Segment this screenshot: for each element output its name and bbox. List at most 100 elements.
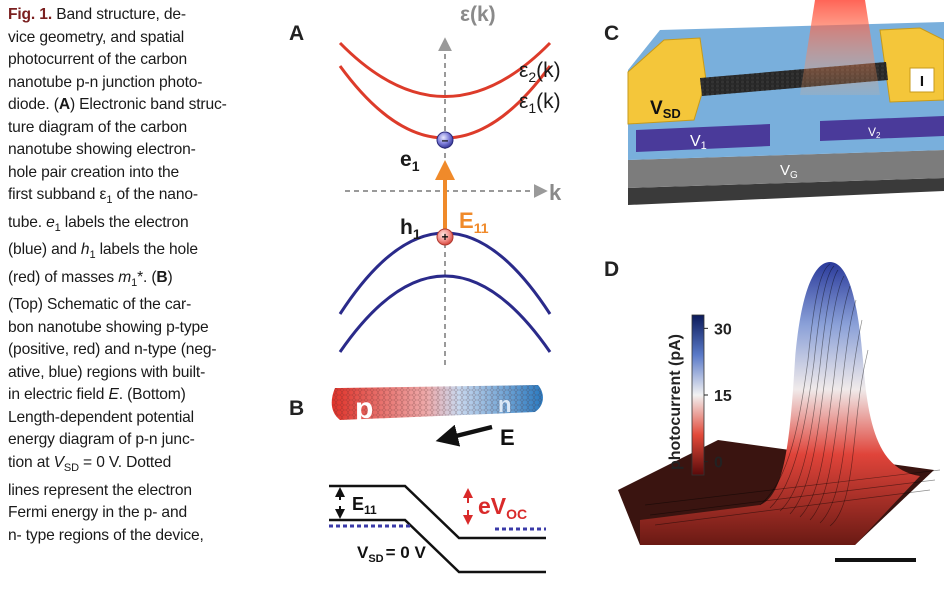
caption-text: energy diagram of p-n junc- (8, 431, 195, 449)
conduction-edge (329, 484, 546, 540)
nanotube-lattice (331, 385, 543, 420)
gate-electrode-2 (820, 116, 944, 141)
caption-text: photocurrent of the carbon (8, 51, 188, 68)
caption-line: n- type regions of the device, (8, 525, 260, 548)
energy-axis-label: ε(k) (460, 3, 496, 26)
caption-text: (Top) Schematic of the car- (8, 296, 192, 314)
surface-mesh (644, 263, 941, 527)
caption-text: B (156, 268, 168, 286)
caption-text: labels the hole (95, 241, 198, 259)
hole-icon (436, 228, 454, 246)
caption-line: in electric field E. (Bottom) (8, 384, 260, 407)
caption-line: nanotube showing electron- (8, 139, 260, 162)
caption-text: SD (63, 462, 79, 475)
back-gate-label: VG (780, 162, 798, 181)
colorbar-title: photocurrent (pA) (667, 334, 684, 470)
caption-line: ture diagram of the carbon (8, 117, 260, 140)
electric-field-label: E (500, 425, 515, 450)
caption-text: Band structure, de- (56, 6, 186, 23)
caption-text: = 0 V. Dotted (78, 453, 172, 471)
valence-edge (329, 518, 546, 574)
electron-icon (436, 131, 454, 149)
current-meter (909, 67, 935, 93)
caption-line: photocurrent of the carbon (8, 49, 260, 72)
caption-text: nanotube showing electron- (8, 141, 196, 158)
caption-line: hole pair creation into the (8, 162, 260, 185)
caption-line: Fig. 1. Band structure, de- (8, 4, 260, 27)
panel-d-letter: D (604, 258, 620, 281)
caption-text: *. ( (137, 268, 157, 286)
caption-text: 1 (54, 221, 61, 234)
caption-text: (red) of masses (8, 268, 119, 286)
caption-line: nanotube p-n junction photo- (8, 72, 260, 95)
band-1-label: ε1(k) (519, 90, 561, 116)
caption-text: vice geometry, and spatial (8, 28, 185, 46)
caption-text: (positive, red) and n-type (neg- (8, 341, 217, 359)
caption-line: first subband ε1 of the nano- (8, 184, 260, 212)
figure-caption: Fig. 1. Band structure, de-vice geometry… (8, 4, 260, 547)
caption-line: vice geometry, and spatial (8, 27, 260, 50)
laser-beam (800, 0, 880, 95)
caption-text: ative, blue) regions with built- (8, 363, 206, 381)
caption-text: nanotube p-n junction photo- (8, 73, 203, 91)
valence-band-2 (338, 274, 552, 353)
caption-text: . (Bottom) (118, 386, 186, 404)
caption-text: ) (167, 268, 173, 286)
caption-line: (red) of masses m1*. (B) (8, 267, 260, 295)
panel-c-letter: C (604, 22, 620, 45)
caption-line: energy diagram of p-n junc- (8, 429, 260, 452)
n-region-label: n (498, 392, 511, 417)
gate-1-label: V1 (690, 133, 707, 152)
colorbar-tick-label: 15 (714, 388, 732, 405)
caption-line: Fermi energy in the p- and (8, 502, 260, 525)
caption-line: (blue) and h1 labels the hole (8, 239, 260, 267)
caption-text: h (80, 241, 90, 259)
electron-sign: – (442, 133, 449, 147)
caption-text: 1 (131, 276, 138, 289)
panel-c-device: VSD I V1 V2 VG (627, 0, 944, 205)
caption-text: Length-dependent potential (8, 408, 194, 426)
caption-text: Fermi energy in the p- and (8, 504, 187, 522)
band-2-label: ε2(k) (519, 59, 561, 85)
panel-a-letter: A (289, 22, 305, 45)
caption-text: A (58, 96, 70, 113)
caption-text: 1 (106, 194, 113, 207)
figure-label: Fig. 1. (8, 6, 57, 23)
panel-a-band-diagram: – + ε(k) k ε2(k) ε1(k) e1 h1 E11 (338, 3, 562, 365)
caption-text: labels the electron (60, 213, 189, 231)
bias-label: VSD= 0 V (357, 543, 426, 565)
caption-text: V (53, 453, 64, 471)
conduction-band-2 (338, 41, 552, 98)
panel-b-letter: B (289, 397, 305, 420)
substrate (628, 178, 944, 205)
caption-line: (positive, red) and n-type (neg- (8, 339, 260, 362)
caption-line: Length-dependent potential (8, 407, 260, 430)
caption-text: hole pair creation into the (8, 163, 180, 181)
transition-energy-label: E11 (459, 208, 489, 236)
caption-text: m (118, 268, 132, 286)
caption-text: in electric field (8, 386, 109, 404)
caption-line: bon nanotube showing p-type (8, 317, 260, 340)
vsd-label: VSD (650, 98, 681, 121)
caption-line: tube. e1 labels the electron (8, 212, 260, 240)
gap-energy-label: E11 (352, 494, 377, 517)
caption-text: ture diagram of the carbon (8, 118, 187, 136)
caption-text: of the nano- (112, 186, 198, 203)
p-region-label: p (355, 392, 373, 425)
gate-2-label: V2 (868, 125, 881, 140)
caption-text: bon nanotube showing p-type (8, 318, 209, 336)
colorbar (691, 314, 705, 476)
gate-layer (628, 150, 944, 188)
caption-text: first subband ε (8, 186, 107, 203)
caption-text: tion at (8, 453, 54, 471)
caption-line: ative, blue) regions with built- (8, 362, 260, 385)
hole-label: h1 (400, 216, 421, 242)
open-circuit-voltage-label: eVOC (478, 493, 527, 522)
colorbar-tick-label: 30 (714, 321, 732, 338)
current-label: I (920, 73, 924, 90)
panel-b-junction: p n E E11 eVOC VSD= 0 V (329, 385, 546, 574)
caption-line: diode. (A) Electronic band struc- (8, 94, 260, 117)
